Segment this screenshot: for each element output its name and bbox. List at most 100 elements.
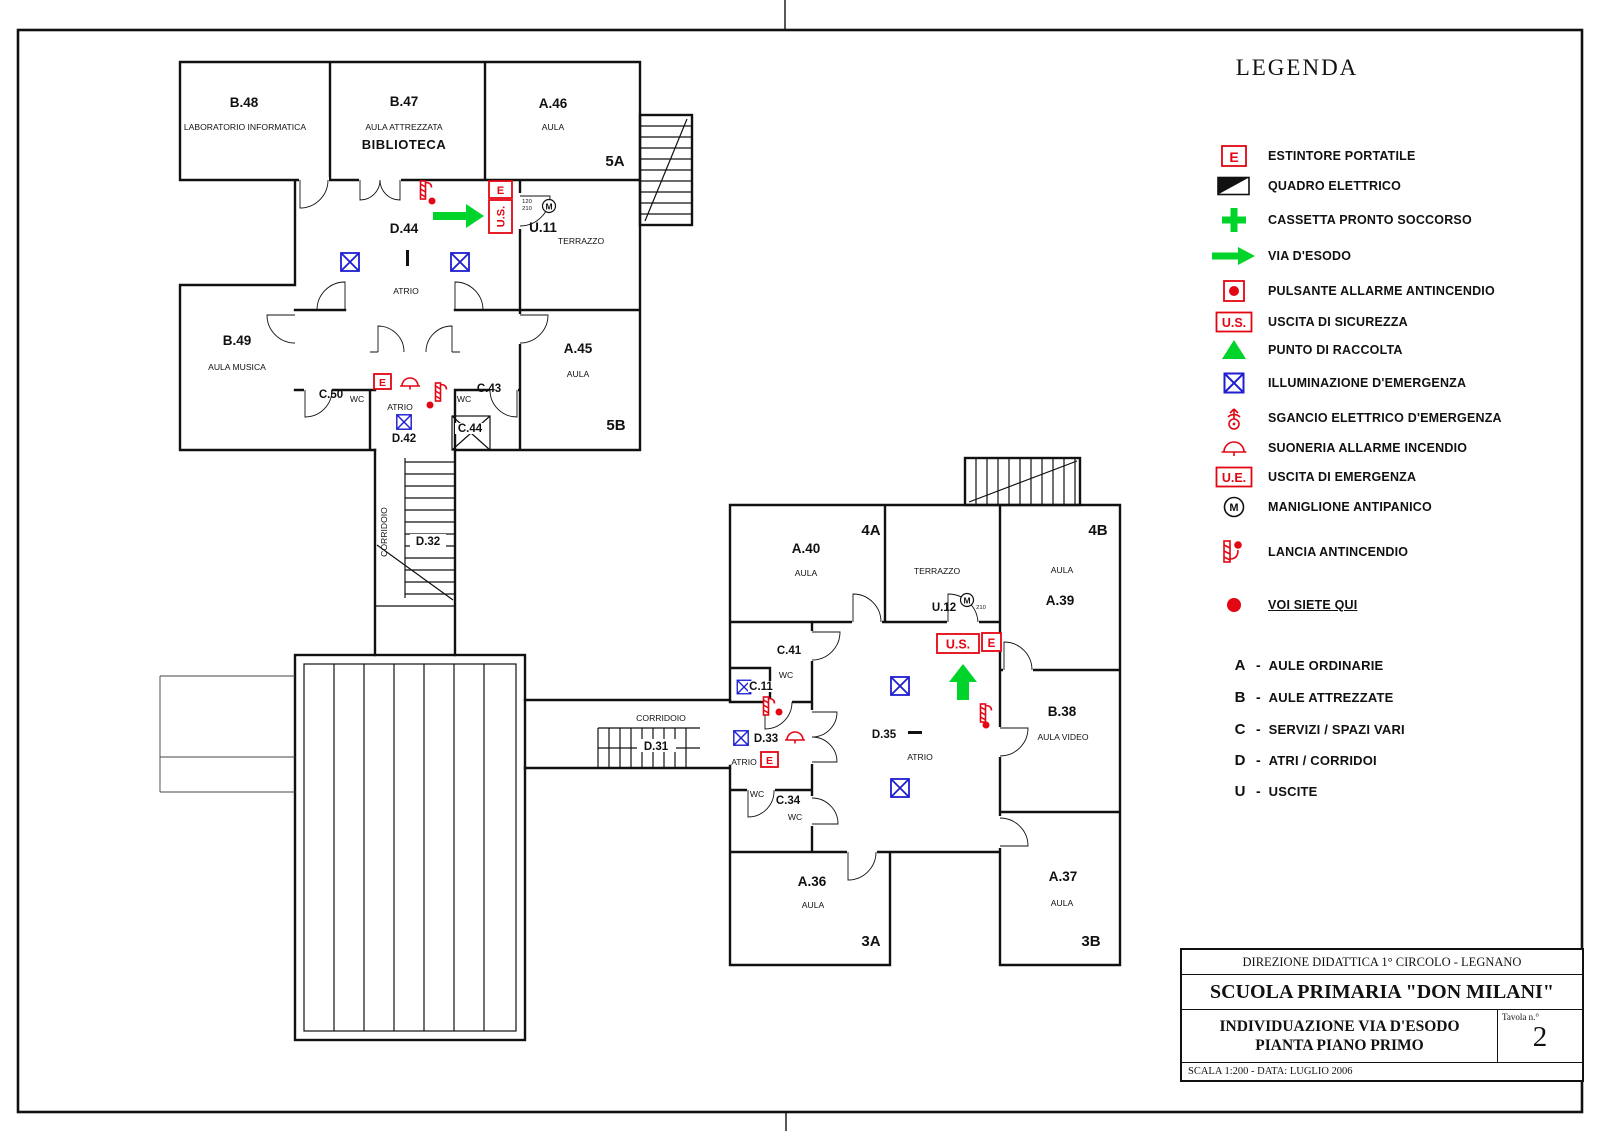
roof-hatching [333,664,485,1031]
legend-item: VIA D'ESODO [1206,241,1578,271]
section-label-3a: 3A [861,933,880,950]
panic-bar-label: M [963,596,970,606]
upper-building-walls [178,60,642,452]
room-label-a36: A.36 [798,874,827,889]
fire-alarm-bell-icon [785,731,805,744]
room-label-d33: D.33 [754,733,778,745]
room-sublabel-a36: AULA [802,900,825,910]
room-sublabel-corridoio-d32: CORRIDOIO [379,507,389,557]
panic-bar-icon: M [541,198,557,214]
room-label-c50: C.50 [319,389,343,401]
room-label-a37: A.37 [1049,869,1078,884]
room-sublabel-wc: WC [750,789,764,799]
room-label-d42: D.42 [392,433,416,445]
legend-item: CASSETTA PRONTO SOCCORSO [1206,205,1578,235]
safety-exit-label: U.S. [946,638,970,652]
door-size-label: 120 [522,199,532,205]
corridor-d31-walls [523,698,732,770]
emergency-light-icon [736,679,752,695]
drawing-title-line2: PIANTA PIANO PRIMO [1255,1037,1424,1054]
title-block: DIREZIONE DIDATTICA 1° CIRCOLO - LEGNANO… [1180,948,1584,1082]
panic-bar-label: M [545,202,552,212]
room-label-b49: B.49 [223,333,252,348]
room-label-c44: C.44 [458,423,483,435]
room-sublabel-a46: AULA [542,122,565,132]
section-label-5b: 5B [606,417,625,434]
safety-exit-sign: U.S. [936,633,980,654]
room-label-a39: A.39 [1046,593,1075,608]
section-label-3b: 3B [1081,933,1100,950]
emergency-light-icon [733,730,749,746]
sheet-number-value: 2 [1532,1021,1548,1053]
legend-item: LANCIA ANTINCENDIO [1206,537,1578,567]
corridor-d32-ramp [375,544,455,607]
room-sublabel-b48: LABORATORIO INFORMATICA [184,122,307,132]
fire-hose-icon [1223,540,1242,563]
room-label-b47: B.47 [390,94,419,109]
room-label-u11: U.11 [529,220,557,235]
room-sublabel-atrio-d44: ATRIO [393,286,419,296]
extinguisher-label: E [497,185,504,197]
extinguisher-label: E [379,377,386,389]
roof-block-inner [303,663,517,1032]
room-label-u12: U.12 [932,602,956,614]
letter-key-row: U-USCITE [1234,783,1318,800]
door-size-label: 210 [522,206,532,212]
title-block-drawing-title: INDIVIDUAZIONE VIA D'ESODO PIANTA PIANO … [1182,1010,1497,1062]
panic-bar-icon: M [959,592,975,608]
room-sublabel-b49: AULA MUSICA [208,362,266,372]
room-sublabel-a45: AULA [567,369,590,379]
electrical-release-icon [1227,408,1241,430]
legend-item: ILLUMINAZIONE D'EMERGENZA [1206,368,1578,398]
drawing-title-line1: INDIVIDUAZIONE VIA D'ESODO [1219,1018,1460,1035]
room-sublabel-b38: AULA VIDEO [1037,732,1088,742]
room-label-b38: B.38 [1048,704,1077,719]
legend-item: PULSANTE ALLARME ANTINCENDIO [1206,276,1578,306]
svg-text:U.E.: U.E. [1222,471,1246,485]
safety-exit-label: U.S. [496,206,508,227]
stairs-terrace [963,456,1082,507]
fire-alarm-bell-icon [400,377,420,390]
fire-alarm-button-icon [428,197,436,205]
title-block-sheet-number: Tavola n.° 2 [1497,1010,1582,1062]
safety-exit-icon: U.S. [1215,311,1253,333]
letter-key-row: C-SERVIZI / SPAZI VARI [1234,721,1405,738]
roof-block-outer [293,653,527,1042]
svg-text:M: M [1229,502,1238,514]
extinguisher-icon: E [1221,145,1247,167]
stairs-d32 [404,458,455,598]
room-label-a45: A.45 [564,341,593,356]
electrical-panel-icon [1217,176,1250,196]
emergency-light-icon [1223,372,1245,394]
section-label-4a: 4A [861,522,880,539]
room-sublabel-wc: WC [788,812,802,822]
legend-item: SUONERIA ALLARME INCENDIO [1206,433,1578,463]
room-label-b48: B.48 [230,95,259,110]
door-arcs [266,179,1033,881]
title-block-authority: DIREZIONE DIDATTICA 1° CIRCOLO - LEGNANO [1182,950,1582,975]
extinguisher-icon: E [760,751,779,768]
letter-key-row: D-ATRI / CORRIDOI [1234,752,1377,769]
room-sublabel-wc: WC [457,394,471,404]
door-size-label: 210 [976,605,986,611]
room-sublabel-terrazzo-u11: TERRAZZO [558,236,605,246]
room-sublabel-a37: AULA [1051,898,1074,908]
svg-text:E: E [1229,149,1238,165]
room-label-a46: A.46 [539,96,568,111]
room-label-biblioteca: BIBLIOTECA [362,137,447,152]
corridor-d32-walls [373,448,457,657]
emergency-light-icon [340,252,360,272]
safety-exit-sign: U.S. [488,199,513,234]
legend-title: LEGENDA [1235,55,1359,80]
room-label-c34: C.34 [776,795,801,807]
room-sublabel-corridoio-d31: CORRIDOIO [636,713,686,723]
room-sublabel-terrazzo-u12: TERRAZZO [914,566,961,576]
emergency-exit-icon: U.E. [1215,466,1253,488]
room-label-d35: D.35 [872,729,897,741]
legend-item: U.E. USCITA DI EMERGENZA [1206,462,1578,492]
fire-alarm-bell-icon [1221,441,1247,456]
title-block-scale-date: SCALA 1:200 - DATA: LUGLIO 2006 [1188,1066,1353,1077]
legend-item: E ESTINTORE PORTATILE [1206,141,1578,171]
label-backing [748,681,776,692]
